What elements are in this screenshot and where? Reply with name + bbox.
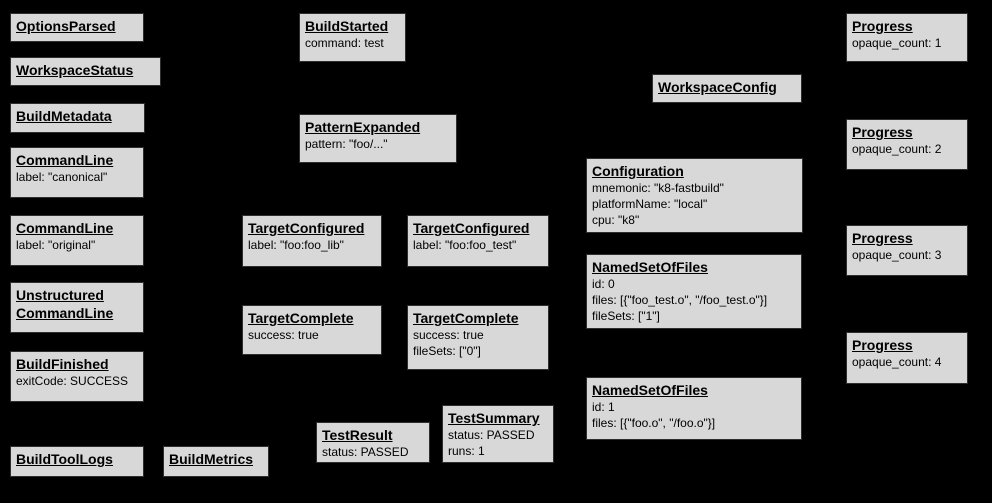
node-field: files: [{"foo.o", "/foo.o"}] [592, 416, 716, 430]
node-build-finished: BuildFinished exitCode: SUCCESS [10, 351, 144, 402]
node-build-metrics: BuildMetrics [163, 446, 269, 477]
node-title: PatternExpanded [305, 119, 421, 135]
node-command-line-canonical: CommandLine label: "canonical" [10, 147, 144, 198]
node-field: opaque_count: 3 [852, 248, 942, 262]
node-target-complete-test: TargetComplete success: true fileSets: [… [407, 305, 549, 370]
node-command-line-original: CommandLine label: "original" [10, 215, 144, 266]
node-title: TargetComplete [248, 310, 354, 326]
node-field: platformName: "local" [592, 197, 708, 211]
node-title: BuildMetrics [169, 451, 254, 467]
node-title: WorkspaceStatus [16, 62, 134, 78]
node-progress-4: Progress opaque_count: 4 [846, 332, 968, 384]
node-title: Progress [852, 124, 913, 140]
node-field: success: true [248, 328, 319, 342]
node-field: files: [{"foo_test.o", "/foo_test.o"}] [592, 293, 768, 307]
node-field: label: "foo:foo_lib" [248, 238, 344, 252]
node-configuration: Configuration mnemonic: "k8-fastbuild" p… [586, 158, 803, 233]
node-workspace-config: WorkspaceConfig [652, 74, 802, 103]
node-field: status: PASSED [448, 428, 535, 442]
node-title: BuildMetadata [16, 108, 112, 124]
node-target-configured-foo-lib: TargetConfigured label: "foo:foo_lib" [242, 215, 382, 267]
node-field: label: "original" [16, 238, 96, 252]
node-title: TestSummary [448, 410, 540, 426]
node-title: BuildToolLogs [16, 451, 113, 467]
node-title: NamedSetOfFiles [592, 259, 708, 275]
node-field: exitCode: SUCCESS [16, 374, 129, 388]
node-title: BuildFinished [16, 356, 109, 372]
node-title: Progress [852, 18, 913, 34]
node-build-started: BuildStarted command: test [299, 13, 406, 62]
node-title: TestResult [322, 427, 393, 443]
node-field: runs: 1 [448, 444, 485, 458]
node-title: Unstructured CommandLine [16, 287, 114, 321]
node-named-set-of-files-0: NamedSetOfFiles id: 0 files: [{"foo_test… [586, 254, 802, 329]
node-field: opaque_count: 4 [852, 355, 942, 369]
node-title: CommandLine [16, 220, 114, 236]
node-pattern-expanded: PatternExpanded pattern: "foo/..." [299, 114, 457, 163]
node-title: WorkspaceConfig [658, 79, 777, 95]
node-field: id: 0 [592, 277, 615, 291]
node-field: label: "foo:foo_test" [413, 238, 517, 252]
node-field: mnemonic: "k8-fastbuild" [592, 181, 724, 195]
node-field: success: true [413, 328, 484, 342]
node-field: status: PASSED [322, 445, 409, 459]
node-progress-3: Progress opaque_count: 3 [846, 225, 968, 276]
node-test-summary: TestSummary status: PASSED runs: 1 [442, 405, 554, 463]
node-field: id: 1 [592, 400, 615, 414]
node-title: Progress [852, 337, 913, 353]
node-test-result: TestResult status: PASSED [316, 422, 430, 463]
node-title: TargetConfigured [248, 220, 365, 236]
node-title: Progress [852, 230, 913, 246]
node-build-tool-logs: BuildToolLogs [10, 446, 144, 477]
node-field: opaque_count: 2 [852, 142, 942, 156]
node-field: label: "canonical" [16, 170, 108, 184]
node-unstructured-command-line: Unstructured CommandLine [10, 282, 144, 333]
node-progress-1: Progress opaque_count: 1 [846, 13, 968, 62]
node-field: cpu: "k8" [592, 213, 640, 227]
node-options-parsed: OptionsParsed [10, 13, 144, 42]
node-field: opaque_count: 1 [852, 36, 942, 50]
node-progress-2: Progress opaque_count: 2 [846, 119, 968, 170]
node-title: NamedSetOfFiles [592, 382, 708, 398]
node-title: TargetComplete [413, 310, 519, 326]
node-title: Configuration [592, 163, 684, 179]
node-target-configured-foo-test: TargetConfigured label: "foo:foo_test" [407, 215, 549, 267]
node-build-metadata: BuildMetadata [10, 103, 145, 133]
node-field: fileSets: ["0"] [413, 344, 481, 358]
node-target-complete-lib: TargetComplete success: true [242, 305, 382, 355]
node-workspace-status: WorkspaceStatus [10, 57, 161, 86]
node-named-set-of-files-1: NamedSetOfFiles id: 1 files: [{"foo.o", … [586, 377, 802, 440]
node-title: BuildStarted [305, 18, 389, 34]
node-field: pattern: "foo/..." [305, 137, 388, 151]
node-title: CommandLine [16, 152, 114, 168]
node-field: command: test [305, 36, 384, 50]
node-title: TargetConfigured [413, 220, 530, 236]
node-title: OptionsParsed [16, 18, 116, 34]
node-field: fileSets: ["1"] [592, 309, 660, 323]
